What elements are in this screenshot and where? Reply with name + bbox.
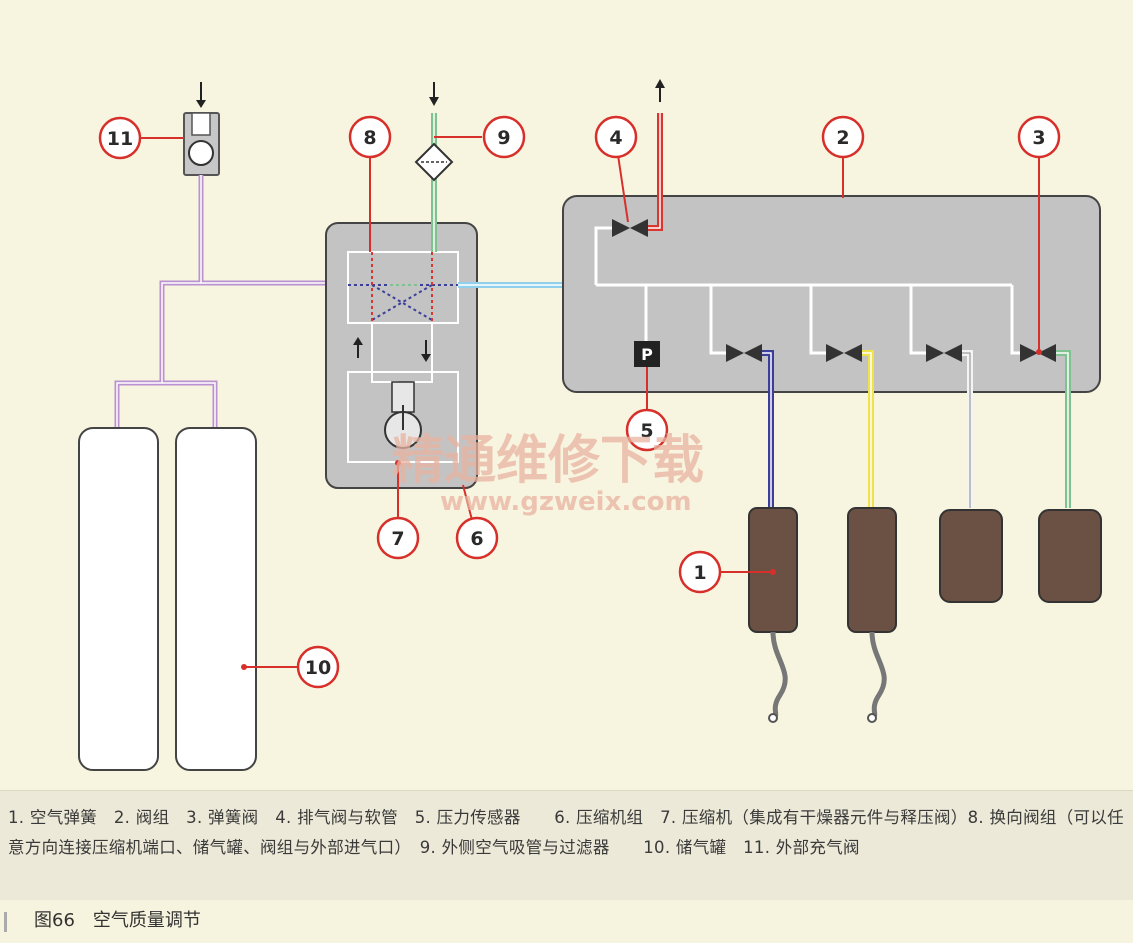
purple-pipes <box>114 175 345 428</box>
air-suspension-diagram: P 11 8 9 <box>78 79 1102 771</box>
callout-labels: 11 8 9 4 2 3 5 7 6 1 10 <box>98 115 1061 689</box>
callout-8: 8 <box>363 127 376 149</box>
diagram-svg: P 11 8 9 <box>78 79 1102 771</box>
watermark-url: www.gzweix.com <box>440 487 692 517</box>
callout-2: 2 <box>836 127 849 149</box>
callout-6: 6 <box>470 528 483 550</box>
callout-7: 7 <box>391 528 404 550</box>
figure-caption: 图66 空气质量调节 <box>34 910 201 931</box>
air-springs <box>748 507 1102 723</box>
callout-1: 1 <box>693 562 706 584</box>
callout-9: 9 <box>497 127 510 149</box>
valve-block: P <box>562 195 1101 393</box>
legend-panel: 1. 空气弹簧 2. 阀组 3. 弹簧阀 4. 排气阀与软管 5. 压力传感器 … <box>0 790 1133 901</box>
legend-text: 1. 空气弹簧 2. 阀组 3. 弹簧阀 4. 排气阀与软管 5. 压力传感器 … <box>8 808 1124 857</box>
external-fill-valve <box>183 82 220 176</box>
callout-11: 11 <box>107 128 133 150</box>
callout-4: 4 <box>609 127 622 149</box>
air-reservoirs <box>78 427 257 771</box>
caption-marker <box>4 912 7 932</box>
exhaust-hose <box>648 79 665 231</box>
watermark-chinese: 精通维修下载 <box>392 430 704 491</box>
caption-area <box>0 900 1133 943</box>
callout-10: 10 <box>305 657 331 679</box>
callout-5: 5 <box>640 420 653 442</box>
pressure-sensor-label: P <box>641 345 653 364</box>
callout-3: 3 <box>1032 127 1045 149</box>
